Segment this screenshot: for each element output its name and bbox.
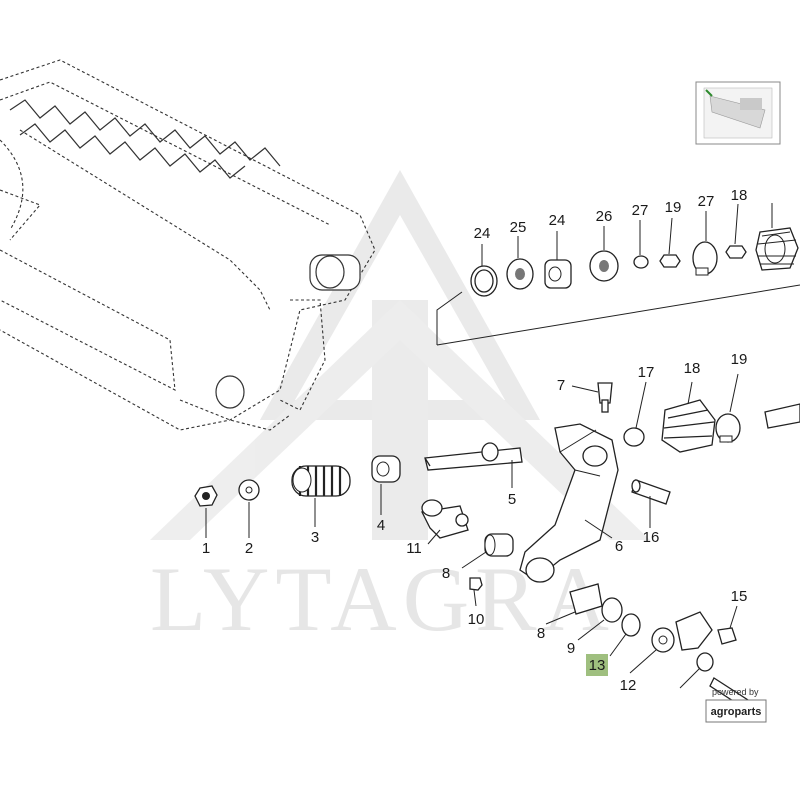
- shaft-end: [764, 403, 800, 429]
- callout-26[interactable]: 27: [632, 202, 649, 219]
- callout-10[interactable]: 10: [468, 611, 485, 628]
- callout-18-b[interactable]: 18: [684, 360, 701, 377]
- callout-1[interactable]: 1: [202, 540, 210, 557]
- callout-6[interactable]: 6: [615, 538, 623, 555]
- callout-8-b[interactable]: 8: [537, 625, 545, 642]
- part-26-washer: [633, 255, 649, 269]
- part-13-ring: [621, 613, 641, 637]
- callout-17[interactable]: 17: [638, 364, 655, 381]
- callout-24[interactable]: 25: [510, 219, 527, 236]
- part-7-bolt: [597, 382, 613, 404]
- callout-19[interactable]: 27: [698, 193, 715, 210]
- top-parts-row: [470, 227, 799, 297]
- part-5-shaft: [424, 447, 523, 471]
- part-9-washer: [601, 597, 623, 623]
- callout-7[interactable]: 7: [557, 377, 565, 394]
- washer-small: [696, 652, 714, 672]
- callout-22[interactable]: 24: [474, 225, 491, 242]
- callout-19-b[interactable]: 19: [731, 351, 748, 368]
- callout-2[interactable]: 2: [245, 540, 253, 557]
- agroparts-logo-text: agroparts: [711, 706, 762, 718]
- overview-thumbnail[interactable]: [695, 81, 781, 145]
- section-divider: [436, 284, 800, 346]
- callout-27[interactable]: 19: [665, 199, 682, 216]
- part-10-nut: [469, 577, 483, 591]
- part-27-nut: [659, 254, 681, 268]
- part-plate: [675, 611, 713, 651]
- header-frame-assembly: [0, 59, 376, 431]
- callout-5[interactable]: 5: [508, 491, 516, 508]
- callout-24-b[interactable]: 26: [596, 208, 613, 225]
- callout-15[interactable]: 15: [731, 588, 748, 605]
- callout-labels: 24 25 24 26 27 19 27 18 1 2 3 4 5 6 7 8 …: [202, 187, 748, 694]
- part-27-nut-2: [725, 245, 747, 259]
- callout-13-highlight: [586, 654, 608, 676]
- callout-3[interactable]: 3: [311, 529, 319, 546]
- part-17-clamp: [623, 427, 645, 447]
- part-15-bolt: [717, 627, 737, 645]
- agroparts-badge[interactable]: powered by agroparts: [705, 687, 767, 723]
- callout-11[interactable]: 11: [406, 540, 422, 557]
- section-divider-corner: [436, 291, 463, 345]
- leader-lines: [205, 203, 773, 689]
- callout-4[interactable]: 4: [377, 517, 385, 534]
- callout-12[interactable]: 12: [620, 677, 637, 694]
- callout-13[interactable]: 13: [589, 657, 606, 674]
- part-18-boot-2: [661, 399, 716, 453]
- callout-25[interactable]: 24: [549, 212, 566, 229]
- callout-27-b[interactable]: 18: [731, 187, 748, 204]
- callout-9[interactable]: 9: [567, 640, 575, 657]
- powered-by-text: powered by: [712, 687, 759, 697]
- callout-8[interactable]: 8: [442, 565, 450, 582]
- callout-16[interactable]: 16: [643, 529, 660, 546]
- lower-parts: [194, 382, 800, 709]
